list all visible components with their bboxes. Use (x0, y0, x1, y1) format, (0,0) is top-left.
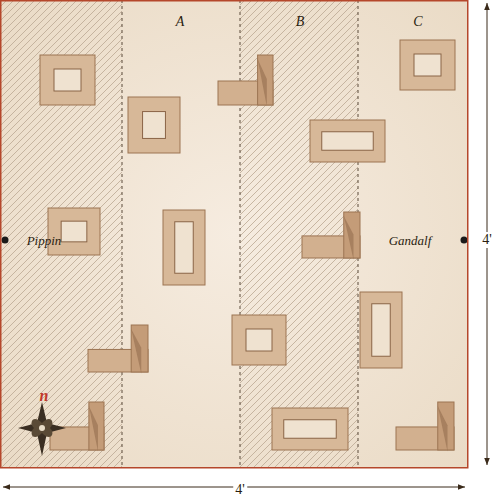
zone-letter: A (176, 15, 185, 29)
ruins (40, 40, 455, 452)
compass-rose (18, 402, 66, 456)
board-edge (1, 1, 468, 468)
ruin (400, 40, 455, 90)
zone-letter: B (296, 15, 305, 29)
board-ground (0, 0, 468, 468)
board-dimension: 4' (480, 232, 494, 248)
ruin (396, 402, 454, 452)
board-dimension: 4' (233, 482, 247, 498)
ruin (48, 208, 100, 255)
zone-dividers (122, 0, 358, 468)
ruin (360, 292, 402, 368)
ruin (310, 120, 385, 162)
ruin (88, 325, 148, 374)
ruin (272, 408, 348, 450)
hatched-zone (240, 0, 358, 468)
zone-letter: C (413, 15, 422, 29)
deployment-point (2, 237, 9, 244)
hatched-zone (0, 0, 122, 468)
north-mark: n (40, 388, 49, 404)
ruin (218, 55, 273, 107)
ruin (40, 55, 95, 105)
ruin (232, 315, 286, 365)
ruin (163, 210, 205, 285)
deployment-name: Pippin (27, 234, 62, 247)
ruin (302, 212, 360, 260)
deployment-point (461, 237, 468, 244)
deployment-name: Gandalf (389, 234, 432, 247)
ruin (128, 97, 180, 153)
